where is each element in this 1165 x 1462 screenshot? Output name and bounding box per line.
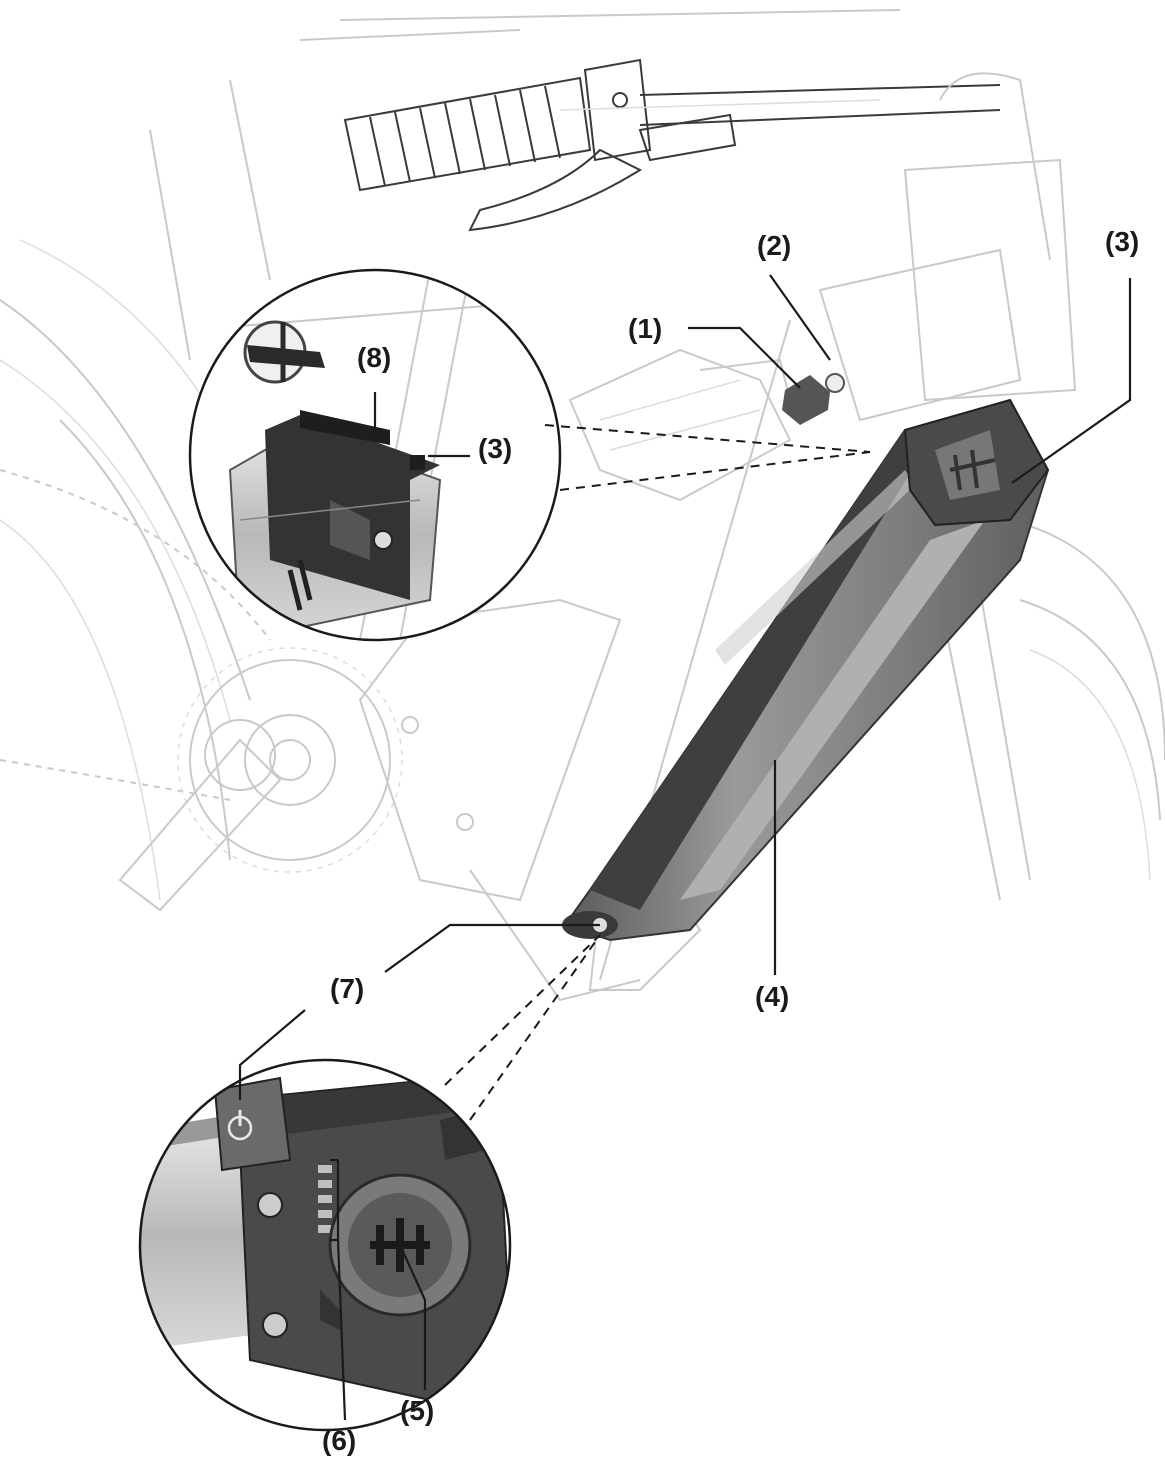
lock-cylinder (782, 373, 845, 425)
inset-top-magnified (188, 268, 562, 642)
battery (562, 373, 1050, 942)
bicycle-background (0, 9, 1165, 1002)
leader-lines (238, 274, 1132, 1421)
callout-8: (8) (357, 342, 391, 373)
callout-labels: (1) (2) (3) (3) (4) (5) (6) (7) (8) (322, 226, 1139, 1456)
power-icon (227, 1110, 253, 1141)
inset-bottom-magnified (138, 1058, 512, 1432)
callout-4: (4) (755, 981, 789, 1012)
callout-6: (6) (322, 1425, 356, 1456)
handlebar-grip (343, 58, 1001, 232)
callout-3-main: (3) (1105, 226, 1139, 257)
callout-7: (7) (330, 973, 364, 1004)
charge-level-indicator (318, 1165, 332, 1233)
bolt-icon (243, 320, 325, 384)
callout-1: (1) (628, 313, 662, 344)
callout-2: (2) (757, 230, 791, 261)
callout-5: (5) (400, 1395, 434, 1426)
callout-3-inset: (3) (478, 433, 512, 464)
